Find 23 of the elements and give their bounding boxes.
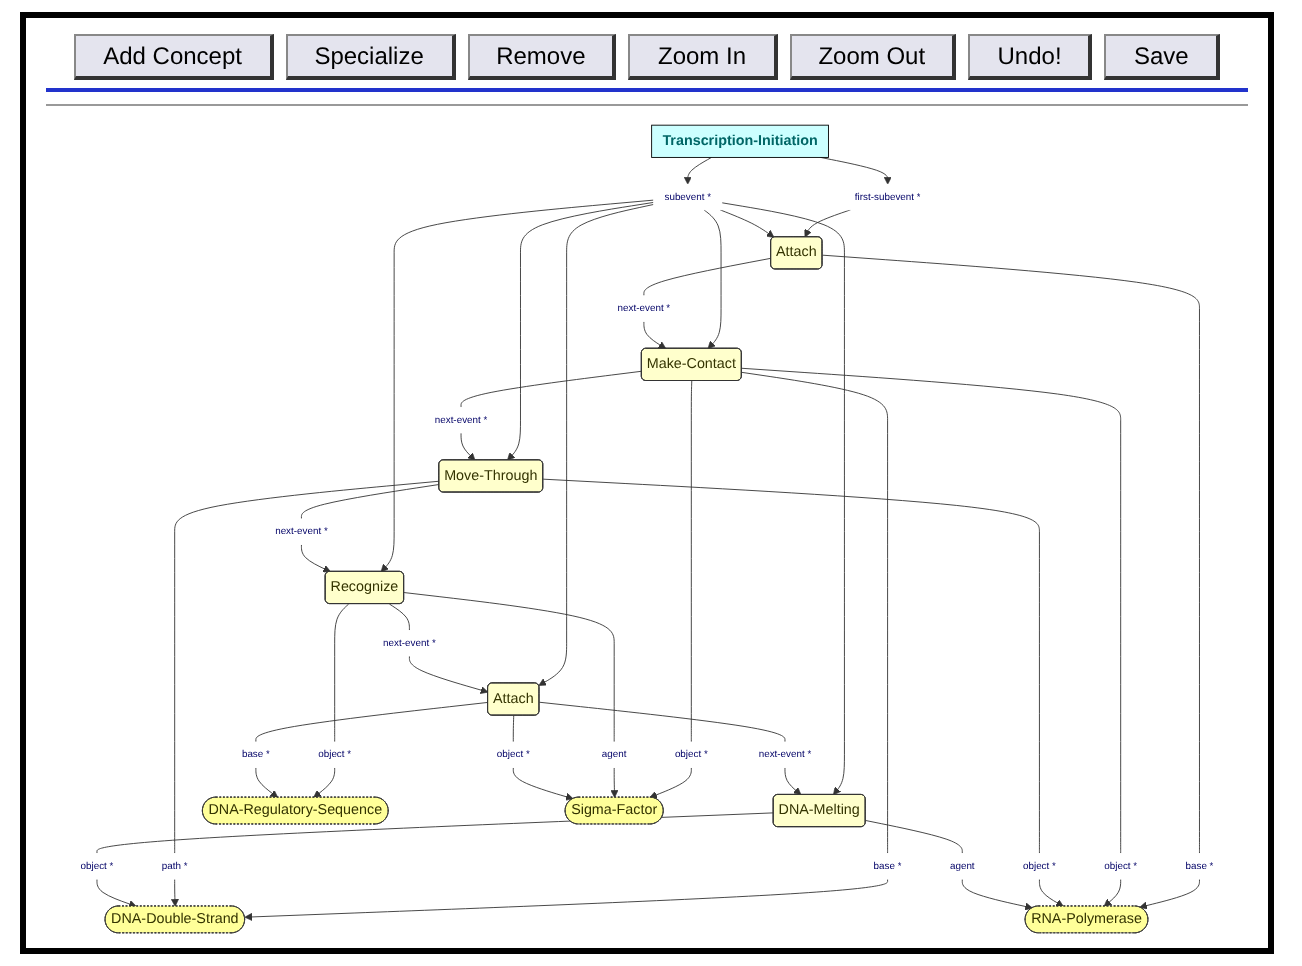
connector: [538, 701, 786, 743]
connector: [542, 478, 1040, 854]
connector: [255, 701, 489, 743]
connector: [822, 254, 1200, 854]
toolbar-button: Specialize: [285, 34, 455, 80]
connector: [741, 367, 1122, 854]
toolbar-button: Zoom Out: [789, 34, 957, 80]
connector: [865, 820, 963, 854]
connector: [174, 480, 440, 854]
connector: [690, 380, 693, 743]
connector: [403, 592, 615, 743]
connector: [334, 603, 350, 743]
connector: [301, 484, 440, 520]
toolbar-button: Zoom In: [628, 34, 778, 80]
connector: [388, 603, 410, 631]
connector: [460, 370, 643, 408]
connector: [643, 257, 772, 297]
connector: [741, 371, 889, 854]
toolbar-button: Remove: [467, 34, 617, 80]
toolbar-button: Undo!: [968, 34, 1093, 80]
toolbar-button: Save: [1104, 34, 1220, 80]
toolbar-button: Add Concept: [74, 34, 274, 80]
connector: [512, 715, 515, 743]
